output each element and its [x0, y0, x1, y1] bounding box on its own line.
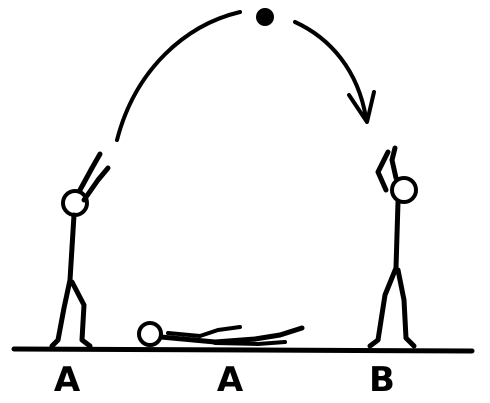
- ball: [256, 8, 274, 26]
- figure-leg: [398, 270, 414, 346]
- figure-arm: [378, 152, 388, 190]
- figure-head: [63, 191, 87, 215]
- figure-leg: [52, 280, 70, 346]
- figure-catcher-b: [370, 148, 416, 346]
- figure-body: [161, 337, 215, 342]
- figure-head: [392, 178, 416, 202]
- label-start-position: A: [47, 362, 87, 398]
- figure-leg: [370, 268, 396, 346]
- figure-body: [70, 215, 74, 280]
- figure-leg: [215, 342, 285, 344]
- figure-thrower-a: [52, 154, 108, 346]
- figure-head: [139, 323, 161, 345]
- figure-lying-a: [139, 323, 302, 345]
- figure-body: [396, 202, 398, 268]
- figure-leg: [72, 282, 90, 346]
- ground-line: [14, 349, 472, 351]
- figure-arm: [168, 327, 240, 336]
- trajectory-arc-left: [117, 12, 240, 140]
- figure-arm: [392, 148, 396, 178]
- label-lying-position: A: [210, 362, 250, 398]
- label-end-position: B: [362, 362, 402, 398]
